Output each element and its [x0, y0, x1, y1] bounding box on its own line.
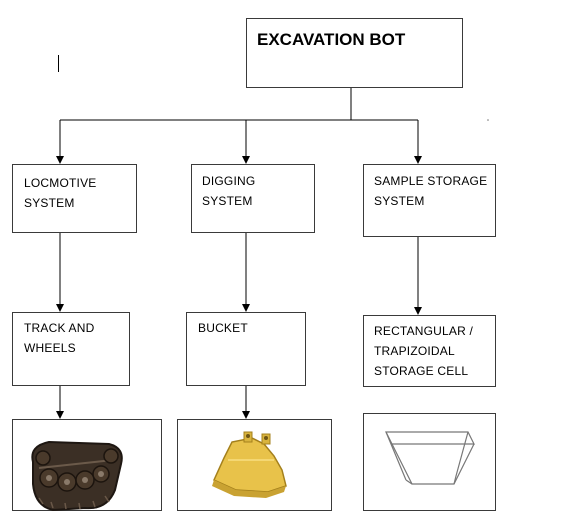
- bucket-image-box: [177, 419, 332, 511]
- bucket-label: BUCKET: [198, 321, 248, 335]
- digging-system-label: DIGGING SYSTEM: [202, 174, 256, 208]
- track-wheels-box: TRACK AND WHEELS: [12, 312, 130, 386]
- storage-system-label: SAMPLE STORAGE SYSTEM: [374, 174, 488, 208]
- locomotive-system-box: LOCMOTIVE SYSTEM: [12, 164, 137, 233]
- excavator-bucket-icon: [212, 431, 287, 498]
- track-image-box: [12, 419, 162, 512]
- storage-cell-label: RECTANGULAR / TRAPIZOIDAL STORAGE CELL: [374, 324, 474, 378]
- text-cursor: [58, 55, 59, 72]
- bucket-box: BUCKET: [186, 312, 306, 386]
- storage-system-box: SAMPLE STORAGE SYSTEM: [363, 164, 496, 237]
- track-wheels-label: TRACK AND WHEELS: [24, 321, 95, 355]
- root-node-label: EXCAVATION BOT: [257, 30, 406, 49]
- crawler-track-icon: [31, 440, 123, 512]
- digging-system-box: DIGGING SYSTEM: [191, 164, 315, 233]
- storage-cell-box: RECTANGULAR / TRAPIZOIDAL STORAGE CELL: [363, 315, 496, 387]
- root-node-box: EXCAVATION BOT: [246, 18, 463, 88]
- storage-cell-image-box: [363, 413, 496, 511]
- locomotive-system-label: LOCMOTIVE SYSTEM: [24, 176, 97, 210]
- storage-cell-icon: [385, 431, 475, 485]
